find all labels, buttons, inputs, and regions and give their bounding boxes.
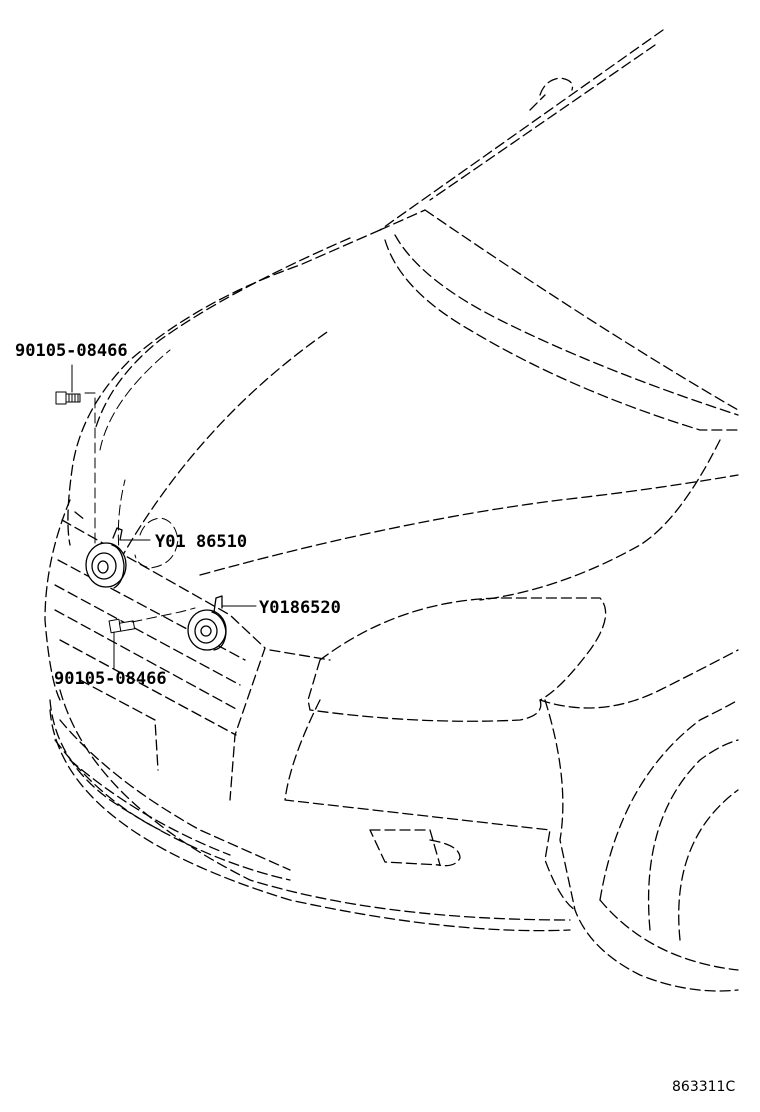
horn-left-icon: [85, 527, 127, 589]
horn-left-leader: [119, 517, 179, 569]
hood-edge: [99, 349, 171, 561]
label-horn-right: Y0186520: [259, 598, 341, 618]
car-body-outline: [44, 29, 739, 992]
bolt-lower-leader: [113, 607, 196, 669]
bolt-lower-icon: [108, 618, 136, 634]
drawing-code: 863311C: [672, 1079, 735, 1095]
label-bolt-upper: 90105-08466: [15, 341, 128, 361]
label-horn-left: Y01 86510: [155, 532, 247, 552]
label-bolt-lower: 90105-08466: [54, 669, 167, 689]
bolt-upper-icon: [55, 391, 81, 405]
horn-right-icon: [187, 595, 227, 651]
bolt-upper-leader: [71, 364, 101, 551]
